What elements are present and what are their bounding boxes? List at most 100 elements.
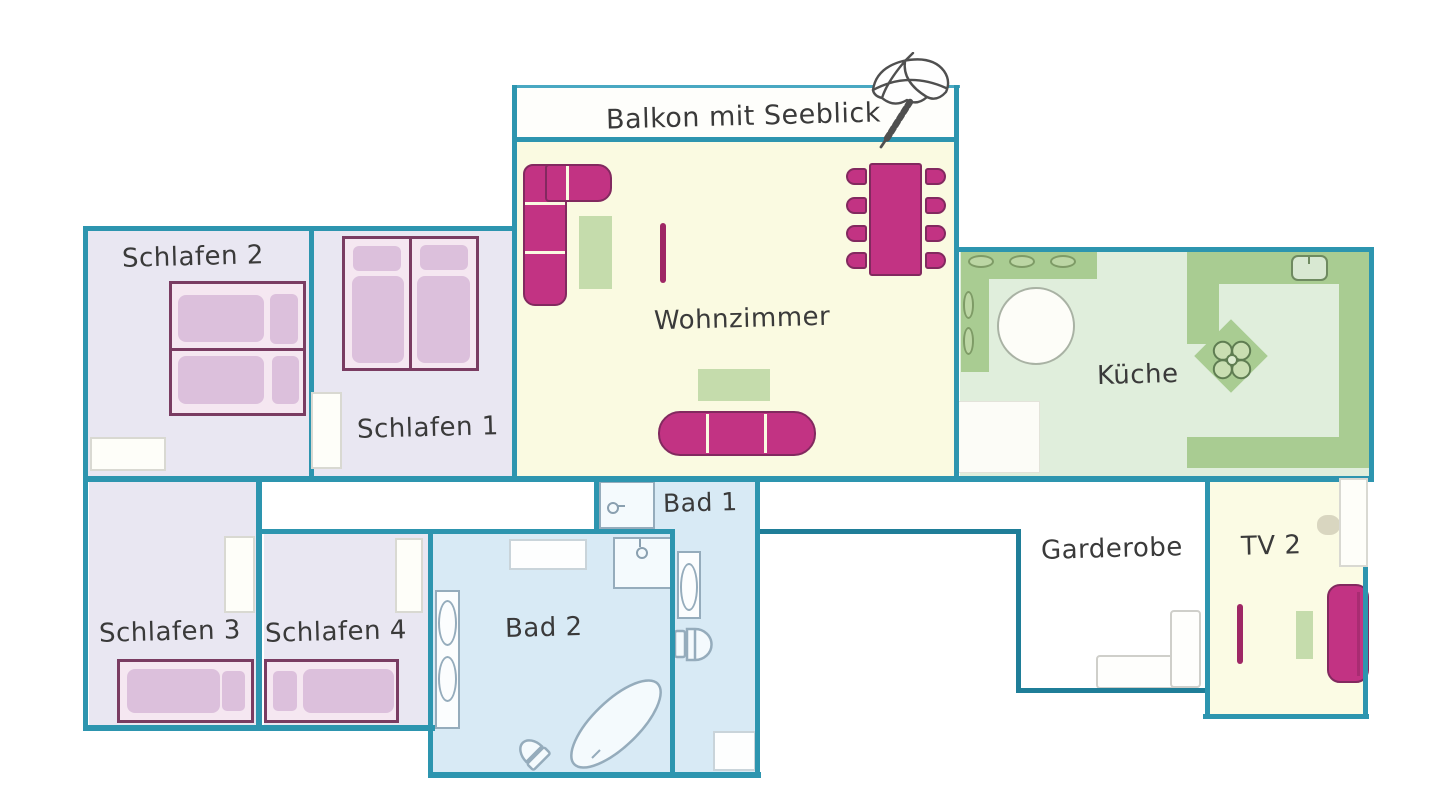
wall (259, 529, 675, 534)
wall (755, 476, 760, 778)
wardrobe-vertical (1170, 610, 1201, 688)
hob-burner (963, 327, 974, 355)
mattress (127, 669, 220, 713)
wall (1369, 247, 1374, 482)
dining-chair (925, 252, 946, 269)
washbasin (677, 551, 701, 619)
round-table (997, 287, 1075, 365)
sofa-seam (706, 414, 709, 453)
bed-divider (171, 348, 304, 351)
room-label-schlafen4: Schlafen 4 (264, 615, 408, 649)
mattress (303, 669, 394, 713)
sofa-tv2 (1327, 584, 1369, 683)
double-bed-schlafen1 (342, 236, 479, 371)
wall (309, 226, 314, 481)
tv-wohnzimmer (660, 223, 666, 283)
sideboard (579, 216, 612, 289)
kitchen-unit-right (1339, 252, 1371, 468)
coffee-table (698, 369, 770, 401)
bathroom-cabinet (713, 731, 756, 771)
dining-chair (925, 197, 946, 214)
dining-chair (846, 197, 867, 214)
dining-chair (925, 168, 946, 185)
hob-burner (963, 291, 974, 319)
bathtub-icon (570, 679, 662, 769)
wall (83, 226, 88, 731)
bathroom-shelf (509, 539, 587, 570)
side-table-tv2 (1296, 611, 1313, 659)
wall (1016, 688, 1208, 693)
mattress (352, 276, 404, 363)
sofa-bottom (658, 411, 816, 456)
window-schlafen1 (311, 392, 342, 469)
corner-sofa-top (545, 164, 612, 202)
wall (955, 247, 1374, 252)
pillow (353, 246, 401, 271)
pillow (273, 671, 297, 711)
pillow (270, 294, 298, 344)
tv2-blob (1317, 515, 1340, 535)
mattress (178, 295, 264, 342)
single-bed-schlafen4 (264, 659, 399, 723)
mattress (178, 356, 264, 404)
room-label-tv2: TV 2 (1240, 530, 1302, 562)
hallway (760, 534, 1016, 784)
toilet-icon (673, 627, 713, 662)
shower-icon (599, 481, 655, 529)
wall (83, 226, 517, 231)
room-label-schlafen3: Schlafen 3 (98, 615, 242, 649)
window-schlafen4 (395, 538, 423, 613)
wall (256, 476, 262, 731)
toilet-icon (519, 739, 551, 771)
wall (757, 529, 1020, 534)
dining-table (869, 163, 922, 276)
hob-burner (1009, 255, 1035, 268)
room-label-bad1: Bad 1 (662, 487, 739, 518)
double-bed-schlafen2 (169, 281, 306, 416)
window-schlafen3 (224, 536, 255, 613)
room-label-schlafen2: Schlafen 2 (121, 240, 265, 274)
dining-chair (925, 225, 946, 242)
wall (594, 476, 599, 534)
wall (512, 85, 517, 482)
wall (954, 85, 959, 482)
door-tv2 (1339, 478, 1368, 567)
stove-icon (1212, 340, 1252, 380)
room-label-garderobe: Garderobe (1040, 532, 1184, 566)
wall (1363, 476, 1368, 719)
dining-chair (846, 252, 867, 269)
room-label-kueche: Küche (1096, 358, 1179, 392)
sofa-seam (764, 414, 767, 453)
dining-chair (846, 168, 867, 185)
kitchen-white-block (957, 401, 1040, 473)
wall (514, 85, 960, 88)
sink-tap (1308, 257, 1310, 264)
wall (512, 137, 959, 142)
wall (1205, 476, 1210, 719)
double-washbasin (435, 590, 460, 729)
hob-burner (1050, 255, 1076, 268)
wall (428, 529, 433, 778)
single-bed-schlafen3 (117, 659, 254, 723)
tv-tv2 (1237, 604, 1243, 664)
wall (1016, 529, 1021, 693)
sofa-seam (525, 251, 565, 254)
bed-divider (409, 238, 412, 369)
window-schlafen2 (90, 437, 166, 471)
hob-burner (968, 255, 994, 268)
mattress (417, 276, 470, 363)
shower-icon (613, 537, 673, 589)
wall (1203, 714, 1369, 719)
wardrobe-horizontal (1096, 655, 1175, 689)
wall (429, 772, 761, 778)
room-label-wohnzimmer: Wohnzimmer (653, 301, 831, 337)
kitchen-unit-bottom (1187, 437, 1371, 468)
wall (670, 529, 675, 778)
sofa-tv2-seam (1357, 592, 1360, 676)
room-label-bad2: Bad 2 (504, 611, 583, 645)
sofa-seam (566, 166, 569, 200)
pillow (272, 356, 299, 404)
pillow (222, 671, 245, 711)
dining-chair (846, 225, 867, 242)
